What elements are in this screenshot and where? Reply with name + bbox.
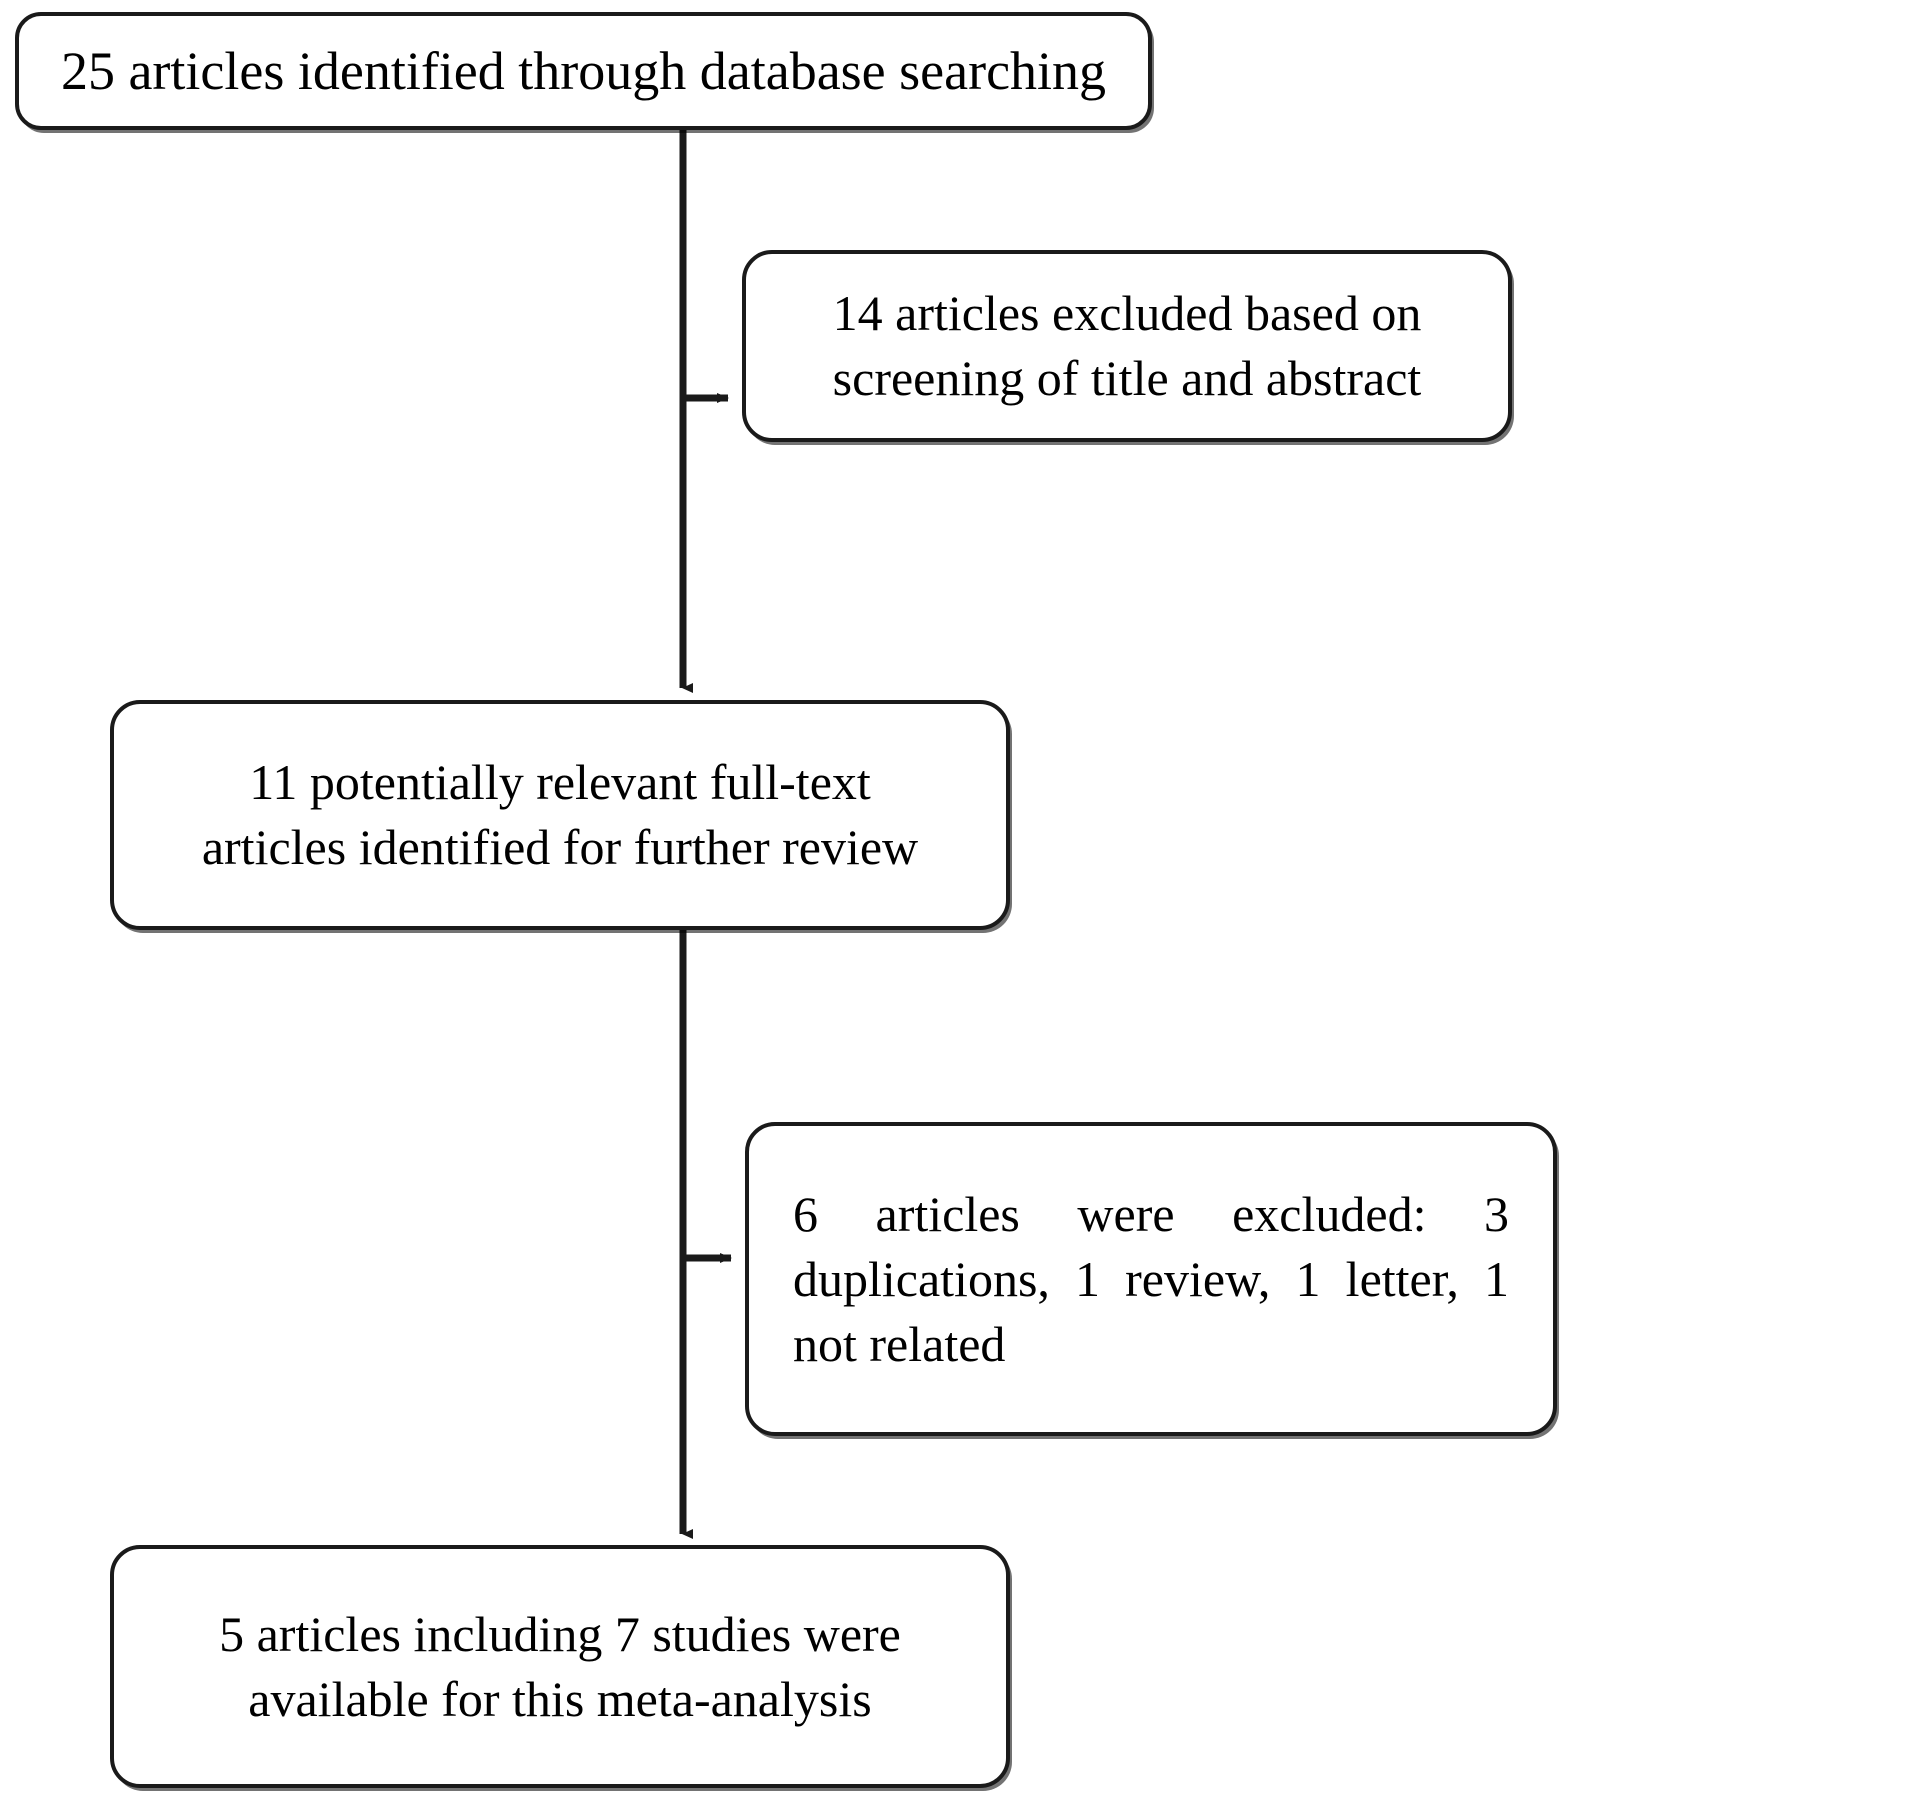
- node-studies-included-line-2: available for this meta-analysis: [248, 1670, 872, 1727]
- node-records-excluded-screening: 14 articles excluded based on screening …: [742, 250, 1512, 442]
- node-full-text-articles-excluded: 6 articles were excluded: 3 duplications…: [745, 1122, 1557, 1436]
- node-full-text-articles-excluded-line-2: duplications, 1 review, 1 letter, 1: [793, 1250, 1509, 1307]
- node-records-excluded-screening-line-1: 14 articles excluded based on: [832, 285, 1422, 341]
- node-full-text-articles-assessed-line-2: articles identified for further review: [201, 819, 919, 875]
- node-records-identified: 25 articles identified through database …: [15, 12, 1152, 130]
- node-records-excluded-screening-line-2: screening of title and abstract: [832, 350, 1422, 406]
- node-studies-included-line-1: 5 articles including 7 studies were: [219, 1605, 901, 1662]
- node-full-text-articles-excluded-line-3: not related: [793, 1315, 1006, 1372]
- node-full-text-articles-excluded-line-1: 6 articles were excluded: 3: [793, 1185, 1509, 1242]
- node-records-identified-line-1: 25 articles identified through database …: [60, 40, 1107, 101]
- node-full-text-articles-assessed: 11 potentially relevant full-text articl…: [110, 700, 1010, 930]
- node-studies-included-in-meta-analysis: 5 articles including 7 studies were avai…: [110, 1545, 1010, 1788]
- node-full-text-articles-assessed-line-1: 11 potentially relevant full-text: [249, 754, 871, 810]
